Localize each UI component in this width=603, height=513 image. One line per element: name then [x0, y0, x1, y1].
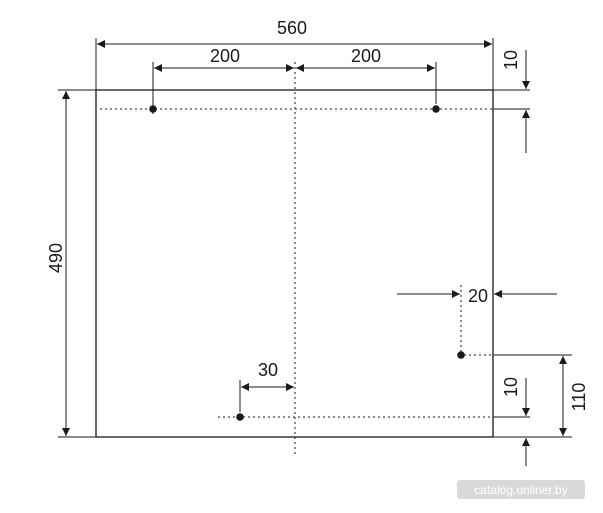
extension-lines — [58, 38, 572, 438]
label-left-offset: 200 — [210, 46, 240, 66]
label-bottom-margin: 10 — [501, 377, 521, 397]
label-overall-height: 490 — [46, 243, 66, 273]
hole-top-right — [432, 105, 440, 113]
label-bottom-hole-height: 110 — [569, 383, 589, 412]
label-top-margin: 10 — [501, 50, 521, 70]
watermark-text: catalog.onliner.by — [474, 483, 567, 497]
label-right-offset: 200 — [351, 46, 381, 66]
watermark-bg — [457, 480, 585, 499]
label-right-hole-offset: 20 — [468, 286, 488, 306]
hole-right — [457, 351, 465, 359]
label-bottom-hole-offset: 30 — [258, 360, 278, 380]
hole-bottom — [236, 413, 244, 421]
label-overall-width: 560 — [277, 18, 307, 38]
